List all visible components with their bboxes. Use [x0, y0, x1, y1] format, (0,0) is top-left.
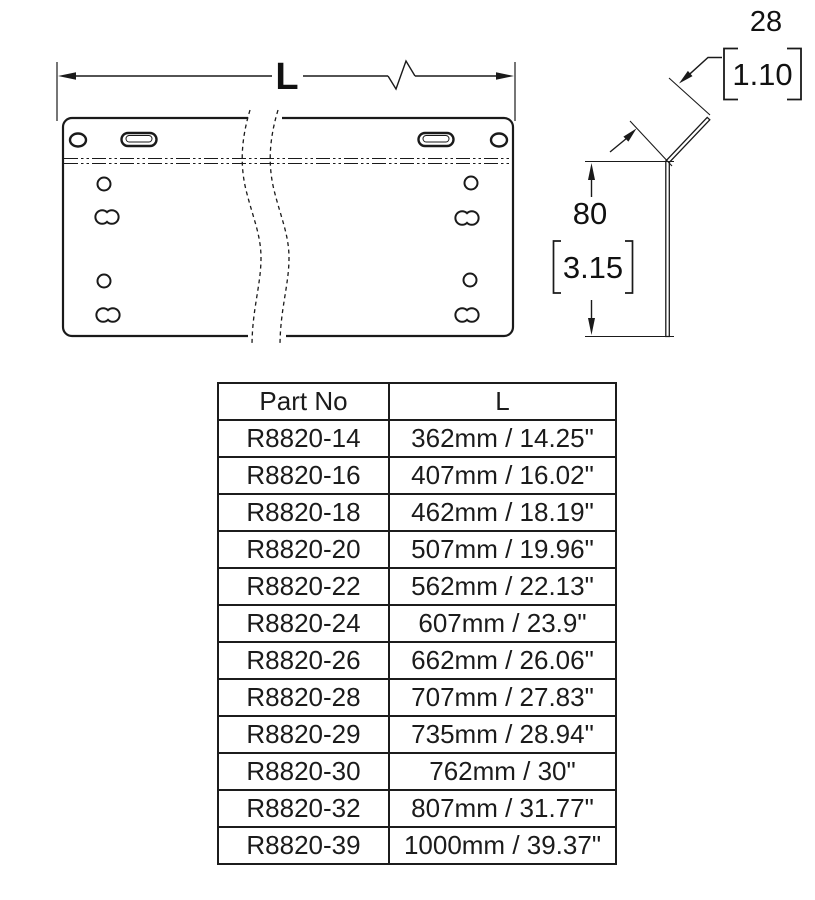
- length-cell: 807mm / 31.77": [388, 789, 617, 828]
- profile-outline: [665, 116, 711, 338]
- length-cell: 362mm / 14.25": [388, 419, 617, 458]
- dim-label-L: L: [275, 56, 298, 98]
- dimensions-table: Part No L R8820-14 362mm / 14.25" R8820-…: [217, 382, 617, 865]
- technical-drawing: L: [56, 6, 802, 347]
- front-view: L: [56, 56, 516, 347]
- length-cell: 1000mm / 39.37": [388, 826, 617, 865]
- length-cell: 762mm / 30": [388, 752, 617, 791]
- round-hole: [96, 273, 112, 289]
- dim-flange-inch: 1.10: [732, 57, 792, 92]
- part-no-cell: R8820-30: [217, 752, 390, 791]
- part-no-cell: R8820-18: [217, 493, 390, 532]
- arrowhead-to-bend: [623, 128, 637, 142]
- table-row: R8820-22 562mm / 22.13": [217, 567, 617, 606]
- phantom-line: [64, 158, 512, 164]
- length-cell: 735mm / 28.94": [388, 715, 617, 754]
- table-row: R8820-30 762mm / 30": [217, 752, 617, 791]
- double-lobe-hole: [95, 307, 121, 323]
- part-no-cell: R8820-20: [217, 530, 390, 569]
- arrowhead-to-tip: [679, 70, 693, 84]
- break-mask-top: [248, 113, 282, 124]
- header-part-no: Part No: [217, 382, 390, 421]
- dimension-line-L: [58, 59, 514, 91]
- arrowhead-right: [496, 72, 514, 80]
- table-row: R8820-14 362mm / 14.25": [217, 419, 617, 458]
- break-mask-bottom: [248, 330, 286, 342]
- plate-outline: [61, 116, 515, 338]
- round-hole: [68, 132, 88, 148]
- dim-height-mm: 80: [573, 196, 607, 231]
- part-no-cell: R8820-24: [217, 604, 390, 643]
- arrowhead-up: [588, 163, 595, 180]
- length-cell: 662mm / 26.06": [388, 641, 617, 680]
- slot-hole: [417, 131, 455, 148]
- table-row: R8820-18 462mm / 18.19": [217, 493, 617, 532]
- double-lobe-hole: [454, 210, 480, 226]
- length-cell: 607mm / 23.9": [388, 604, 617, 643]
- holes-left: [68, 131, 158, 323]
- leader-line: [689, 56, 722, 75]
- table-row: R8820-39 1000mm / 39.37": [217, 826, 617, 865]
- slot-hole: [120, 131, 158, 148]
- dim-flange-mm: 28: [750, 6, 782, 38]
- round-hole: [463, 175, 479, 191]
- extension-line-bend: [629, 120, 673, 167]
- table-row: R8820-29 735mm / 28.94": [217, 715, 617, 754]
- table-header-row: Part No L: [217, 382, 617, 421]
- arrowhead-down: [588, 318, 595, 335]
- table-row: R8820-20 507mm / 19.96": [217, 530, 617, 569]
- dim-height-inch: 3.15: [563, 250, 623, 285]
- length-cell: 707mm / 27.83": [388, 678, 617, 717]
- bracket: [552, 240, 634, 294]
- side-view: 80 3.15 28 1.10: [552, 6, 802, 338]
- round-hole: [489, 132, 509, 148]
- length-cell: 562mm / 22.13": [388, 567, 617, 606]
- part-no-cell: R8820-14: [217, 419, 390, 458]
- bracket: [723, 47, 802, 101]
- length-cell: 507mm / 19.96": [388, 530, 617, 569]
- arrowhead-left: [58, 72, 76, 80]
- table-row: R8820-24 607mm / 23.9": [217, 604, 617, 643]
- extension-line-tip: [668, 77, 711, 116]
- table-row: R8820-16 407mm / 16.02": [217, 456, 617, 495]
- round-hole: [96, 176, 112, 192]
- double-lobe-hole: [94, 209, 120, 225]
- length-cell: 462mm / 18.19": [388, 493, 617, 532]
- dimension-flange: [609, 47, 802, 153]
- break-lines: [241, 109, 290, 347]
- table-row: R8820-26 662mm / 26.06": [217, 641, 617, 680]
- part-no-cell: R8820-29: [217, 715, 390, 754]
- round-hole: [462, 272, 478, 288]
- header-length: L: [388, 382, 617, 421]
- part-no-cell: R8820-16: [217, 456, 390, 495]
- double-lobe-hole: [454, 307, 480, 323]
- part-no-cell: R8820-32: [217, 789, 390, 828]
- table-row: R8820-28 707mm / 27.83": [217, 678, 617, 717]
- part-no-cell: R8820-26: [217, 641, 390, 680]
- table-row: R8820-32 807mm / 31.77": [217, 789, 617, 828]
- holes-right: [417, 131, 509, 323]
- part-no-cell: R8820-22: [217, 567, 390, 606]
- dimension-height: [552, 163, 634, 335]
- part-no-cell: R8820-28: [217, 678, 390, 717]
- part-no-cell: R8820-39: [217, 826, 390, 865]
- length-cell: 407mm / 16.02": [388, 456, 617, 495]
